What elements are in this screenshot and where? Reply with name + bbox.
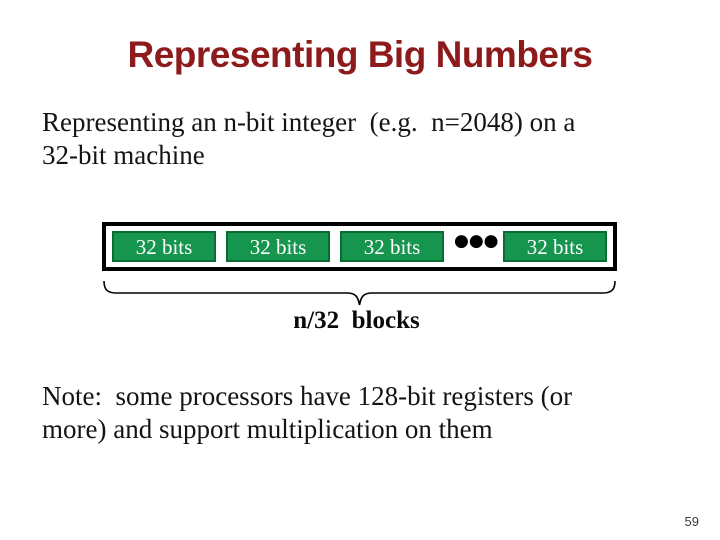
bit-block: 32 bits [112,231,216,262]
ellipsis-icon: ●●● [454,231,499,251]
body-text: Representing an n-bit integer (e.g. n=20… [42,107,576,170]
bit-block: 32 bits [503,231,607,262]
underbrace-icon [103,280,616,306]
register-array-box: 32 bits 32 bits 32 bits ●●● 32 bits [102,222,617,271]
bit-block: 32 bits [226,231,330,262]
note-text: Note: some processors have 128-bit regis… [42,381,573,444]
brace-label: n/32 blocks [293,307,420,334]
bit-block: 32 bits [340,231,444,262]
slide-title: Representing Big Numbers [127,34,593,75]
page-number: 59 [684,514,699,529]
